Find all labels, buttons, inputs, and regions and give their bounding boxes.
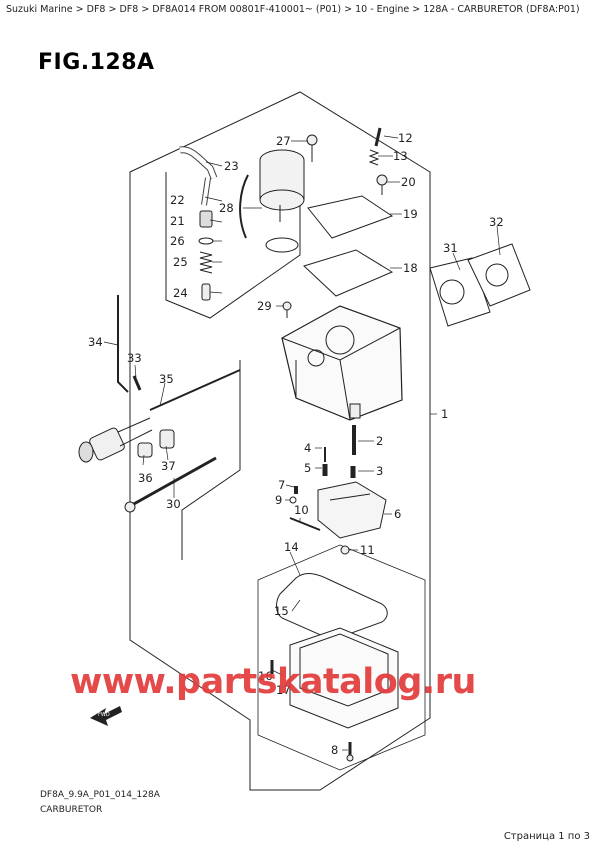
callout-25: 25: [173, 255, 188, 269]
callout-4: 4: [304, 441, 311, 455]
part-nut-36: [137, 442, 153, 458]
callout-19: 19: [403, 207, 418, 221]
part-fitting-33: [132, 375, 142, 391]
part-carburetor-body-1: [281, 305, 403, 421]
callout-34: 34: [88, 335, 103, 349]
callout-20: 20: [401, 175, 416, 189]
part-float-6: [317, 481, 387, 539]
drawing-name: CARBURETOR: [40, 805, 103, 815]
callout-35: 35: [159, 372, 174, 386]
part-gasket-19: [307, 195, 394, 239]
callout-26: 26: [170, 234, 185, 248]
part-screw-12: [374, 127, 382, 147]
part-pin-10: [289, 517, 321, 531]
pagination-text: Страница 1 по 3: [503, 831, 590, 842]
callout-2: 2: [376, 434, 383, 448]
part-screw-29: [282, 301, 292, 318]
fwd-arrow-icon: FWD: [90, 706, 122, 726]
callout-14: 14: [284, 540, 299, 554]
part-float-bowl: [289, 627, 399, 729]
callout-24: 24: [173, 286, 188, 300]
callout-3: 3: [376, 464, 383, 478]
callout-28: 28: [219, 201, 234, 215]
part-oring-26: [198, 237, 214, 245]
part-gasket-15: [276, 573, 388, 641]
callout-8: 8: [331, 743, 338, 757]
callout-22: 22: [170, 193, 185, 207]
part-choke-knob: [78, 417, 153, 463]
callout-5: 5: [304, 461, 311, 475]
callout-37: 37: [161, 459, 176, 473]
float-bowl-frame: [257, 544, 426, 771]
choke-subassembly-outline: [165, 172, 301, 319]
linkage-subassembly-outline: [181, 360, 241, 560]
callout-18: 18: [403, 261, 418, 275]
callout-29: 29: [257, 299, 272, 313]
part-spring-13: [368, 149, 380, 166]
callout-10: 10: [294, 503, 309, 517]
part-screw-11: [340, 545, 350, 555]
part-screw-27: [306, 134, 318, 162]
callout-32: 32: [489, 215, 504, 229]
part-oring-28b: [265, 237, 299, 253]
callout-13: 13: [393, 149, 408, 163]
callout-7: 7: [278, 478, 285, 492]
callout-1: 1: [441, 407, 448, 421]
part-plate-18: [303, 249, 394, 297]
part-spring-25: [199, 251, 213, 274]
assembly-outline: [129, 91, 431, 791]
callout-30: 30: [166, 497, 181, 511]
callout-23: 23: [224, 159, 239, 173]
callout-6: 6: [394, 507, 401, 521]
figure-title: FIG.128A: [38, 50, 155, 75]
callout-27: 27: [276, 134, 291, 148]
part-solenoid-28: [239, 149, 305, 239]
drawing-code: DF8A_9.9A_P01_014_128A: [40, 790, 160, 800]
callout-labels: 1 2 3 4 5 6 7 8 9 10 11 12 13 14 15 16 1…: [88, 131, 504, 757]
callout-12: 12: [398, 131, 413, 145]
callout-21: 21: [170, 214, 185, 228]
part-sleeve-37: [159, 429, 175, 449]
callout-31: 31: [443, 241, 458, 255]
callout-11: 11: [360, 543, 375, 557]
breadcrumb: Suzuki Marine > DF8 > DF8 > DF8A014 FROM…: [6, 4, 580, 15]
callout-15: 15: [274, 604, 289, 618]
fwd-label: FWD: [98, 712, 110, 718]
callout-9: 9: [275, 493, 282, 507]
site-watermark: www.partskatalog.ru: [70, 662, 476, 702]
callout-17: 17: [276, 683, 291, 697]
part-screw-20: [376, 174, 388, 195]
part-plunger-24: [201, 283, 211, 301]
part-rod-34: [117, 295, 129, 393]
callout-16: 16: [258, 669, 273, 683]
part-fitting-21: [199, 210, 213, 228]
part-insulator-32: [467, 243, 531, 307]
callout-36: 36: [138, 471, 153, 485]
part-cable-35: [149, 369, 241, 411]
part-screw-8: [346, 742, 354, 762]
callout-33: 33: [127, 351, 142, 365]
